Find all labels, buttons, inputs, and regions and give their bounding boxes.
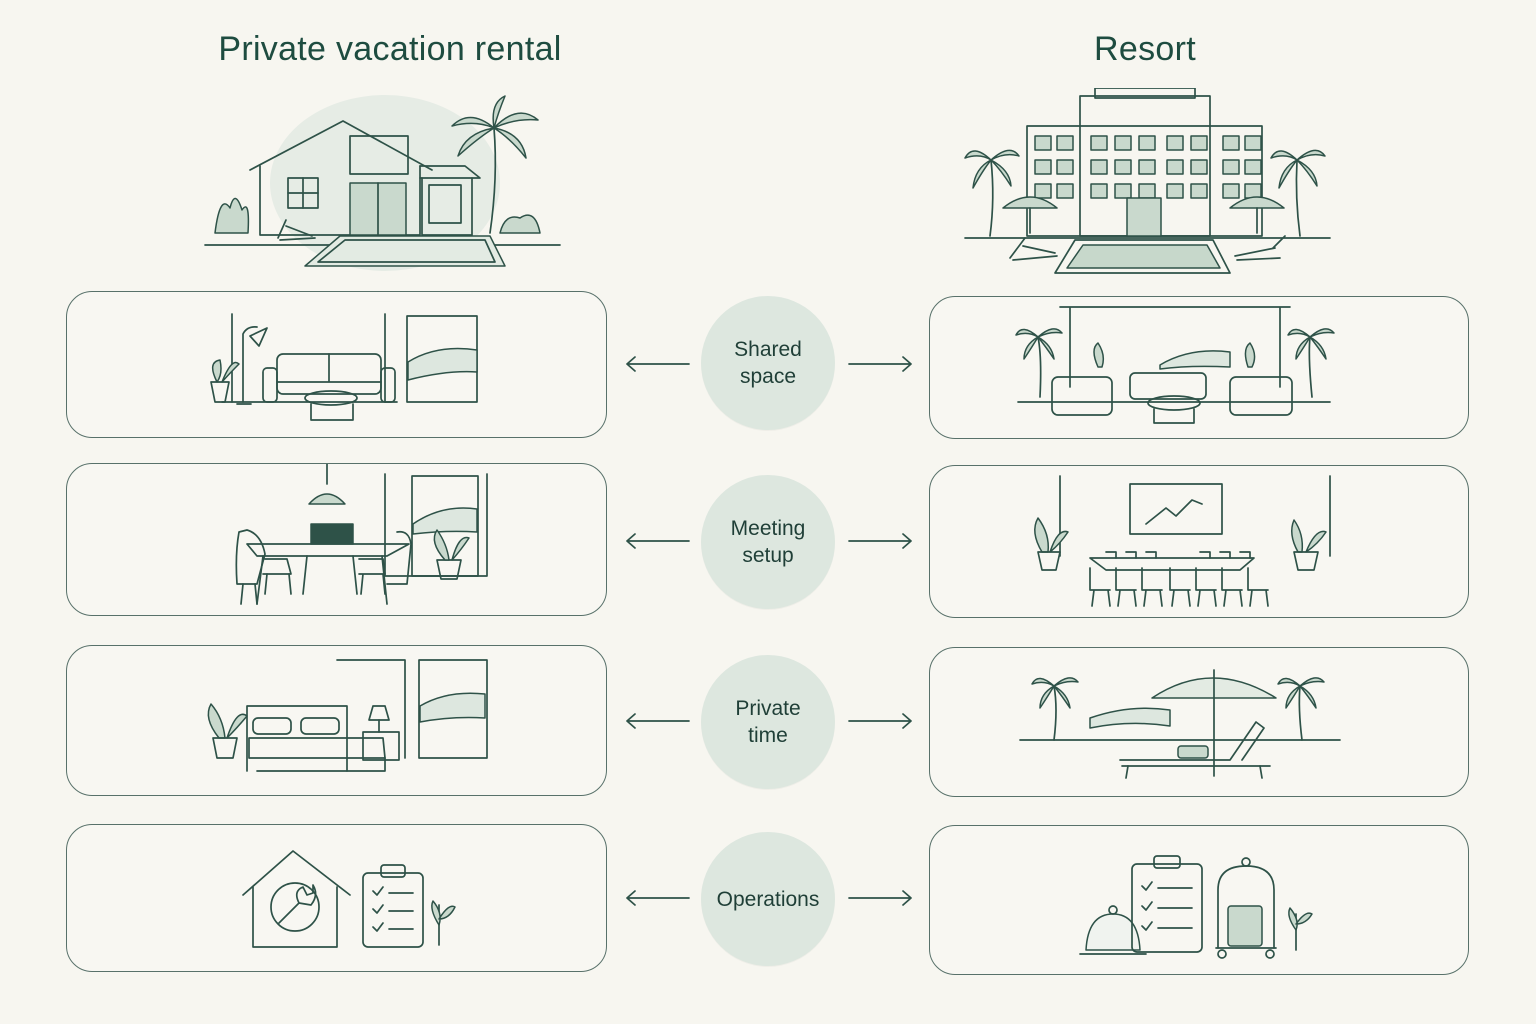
arrow-left-operations [623, 888, 693, 908]
resort-lounge-icon [930, 297, 1470, 440]
concierge-bell-luggage-icon [930, 826, 1470, 976]
conference-room-icon [930, 466, 1470, 619]
label-meeting-setup: Meeting setup [701, 475, 835, 609]
living-room-icon [67, 292, 608, 439]
beach-lounger-icon [930, 648, 1470, 798]
arrow-left-meeting-setup [623, 531, 693, 551]
card-right-operations [929, 825, 1469, 975]
card-left-private-time [66, 645, 607, 796]
card-right-meeting-setup [929, 465, 1469, 618]
card-left-meeting-setup [66, 463, 607, 616]
label-shared-space: Shared space [701, 296, 835, 430]
resort-hotel-icon [955, 88, 1340, 278]
card-right-shared-space [929, 296, 1469, 439]
arrow-right-private-time [845, 711, 915, 731]
vacation-house-icon [200, 88, 570, 273]
card-right-private-time [929, 647, 1469, 797]
arrow-left-shared-space [623, 354, 693, 374]
arrow-left-private-time [623, 711, 693, 731]
card-left-shared-space [66, 291, 607, 438]
home-maintenance-checklist-icon [67, 825, 608, 973]
title-private-vacation-rental: Private vacation rental [218, 30, 562, 68]
arrow-right-meeting-setup [845, 531, 915, 551]
title-resort: Resort [1094, 30, 1196, 68]
arrow-right-shared-space [845, 354, 915, 374]
dining-table-meeting-icon [67, 464, 608, 617]
card-left-operations [66, 824, 607, 972]
bedroom-icon [67, 646, 608, 797]
label-operations: Operations [701, 832, 835, 966]
arrow-right-operations [845, 888, 915, 908]
label-private-time: Private time [701, 655, 835, 789]
